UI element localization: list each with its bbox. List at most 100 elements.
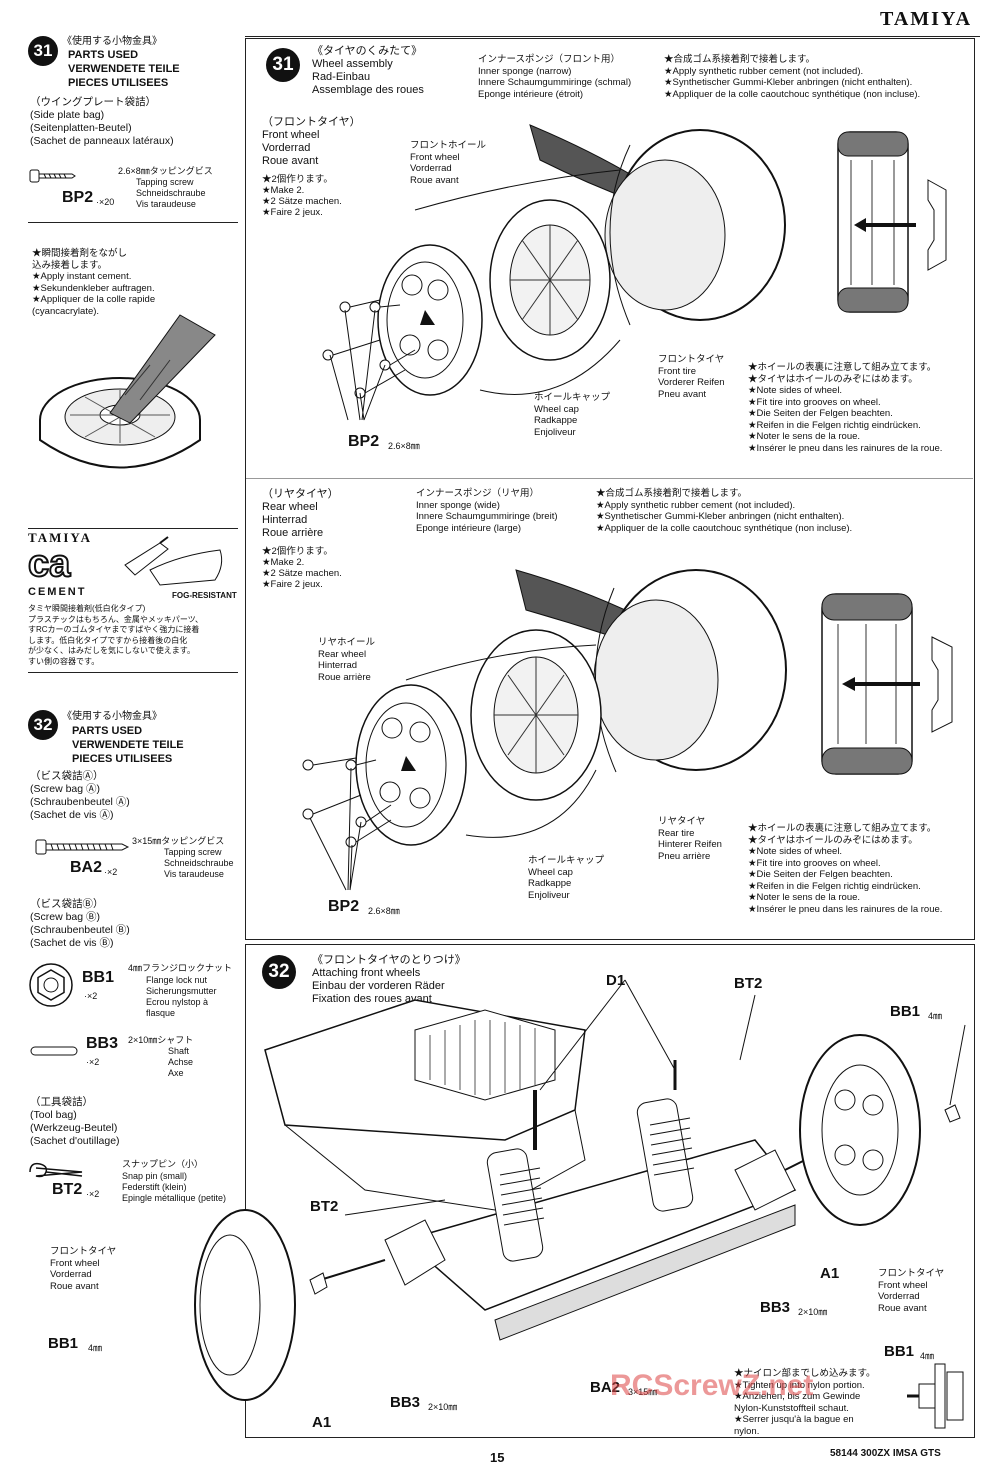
label-a1-left: A1	[312, 1414, 332, 1431]
cement-logo: TAMIYA ca CEMENT	[27, 530, 93, 598]
part-code-ba2: BA2	[70, 859, 103, 876]
sidebar-divider	[28, 222, 238, 223]
label-bb3-bottom: BB3	[390, 1394, 421, 1411]
nut-inset-illustration	[907, 1363, 964, 1429]
watermark: RCScrewZ.net	[610, 1369, 814, 1402]
glue-tire-illustration	[39, 314, 216, 469]
part-qty-bb1: ·×2	[84, 991, 98, 1001]
sidebar-step-31-badge: 31	[28, 36, 58, 66]
model-number: 58144 300ZX IMSA GTS	[830, 1448, 941, 1459]
front-wheel-assembly-illustration	[322, 124, 786, 421]
label-bb1-left-size: 4㎜	[88, 1343, 103, 1353]
step-32-panel	[245, 944, 975, 1438]
part-size-ba2: 3×15㎜タッピングビス	[132, 836, 225, 846]
cement-bottle-icon	[124, 536, 223, 586]
label-ba2-size: 3×15㎜	[628, 1387, 658, 1397]
part-names-bt2: Snap pin (small)Federstift (klein)Epingl…	[122, 1171, 227, 1203]
rear-cement-note: ★合成ゴム系接着剤で接着します。★Apply synthetic rubber …	[596, 488, 853, 534]
front-fit-notes: ★ホイールの表裏に注意して組み立てます。★タイヤはホイールのみぞにはめます。★N…	[748, 362, 943, 454]
sidebar-32-bag-b: （ビス袋詰Ⓑ）(Screw bag Ⓑ)(Schraubenbeutel Ⓑ)(…	[30, 898, 130, 949]
screw-bp2-icon	[29, 169, 76, 183]
label-bt2-left: BT2	[310, 1198, 339, 1215]
part-qty-bp2: ·×20	[96, 197, 115, 207]
label-bb1-left: BB1	[48, 1335, 79, 1352]
sidebar-31-title-jp: 《使用する小物金具》	[62, 36, 162, 47]
front-cement-note: ★合成ゴム系接着剤で接着します。★Apply synthetic rubber …	[664, 54, 921, 100]
nylon-tighten-note: ★ナイロン部までしめ込みます。★Tighten up into nylon po…	[734, 1368, 876, 1437]
part-size-bb1: 4㎜フランジロックナット	[128, 963, 233, 973]
step-31-mid-rule	[246, 478, 973, 479]
label-ba2: BA2	[590, 1379, 621, 1396]
sidebar-32-bag-tool: （工具袋詰）(Tool bag)(Werkzeug-Beutel)(Sachet…	[30, 1096, 120, 1147]
part-size-bp2: 2.6×8㎜タッピングビス	[118, 166, 213, 176]
step-31-panel	[245, 38, 975, 940]
snap-pin-bt2-icon	[29, 1162, 83, 1178]
rear-sponge-label: インナースポンジ（リヤ用）Inner sponge (wide)Innere S…	[416, 488, 558, 534]
front-bp2-size: 2.6×8㎜	[388, 441, 420, 451]
cement-text: タミヤ瞬間接着剤(低白化タイプ)プラスチックはもちろん、金属やメッキパーツ、すR…	[28, 604, 204, 666]
front-bp2-label: BP2	[348, 433, 380, 450]
rear-make-note: ★2個作ります。★Make 2.★2 Sätze machen.★Faire 2…	[262, 546, 342, 590]
label-bt2-top: BT2	[734, 975, 763, 992]
front-sponge-label: インナースポンジ（フロント用）Inner sponge (narrow)Inne…	[478, 54, 632, 100]
part-code-bb3: BB3	[86, 1035, 119, 1052]
cement-divider-bottom	[28, 672, 238, 673]
label-bb3-right: BB3	[760, 1299, 791, 1316]
page-number: 15	[490, 1450, 505, 1465]
shaft-bb3-icon	[30, 1046, 78, 1056]
header-rule	[245, 36, 980, 37]
rear-wheel-assembly-illustration	[302, 569, 787, 891]
brand-logo: TAMIYA	[880, 8, 973, 30]
cement-tag: FOG-RESISTANT	[172, 591, 237, 600]
label-bb1-top: BB1	[890, 1003, 921, 1020]
part-size-bt2: スナップピン（小）	[122, 1159, 204, 1169]
part-code-bb1: BB1	[82, 969, 115, 986]
label-bb3-bottom-size: 2×10㎜	[428, 1402, 458, 1412]
glue-note: ★瞬間接着剤をながし込み接着します。★Apply instant cement.…	[32, 248, 156, 317]
label-bb3-right-size: 2×10㎜	[798, 1307, 828, 1317]
part-qty-ba2: ·×2	[104, 867, 118, 877]
label-bb1-inset-size: 4㎜	[920, 1351, 935, 1361]
sidebar-32-title-jp: 《使用する小物金具》	[62, 711, 162, 722]
part-qty-bb3: ·×2	[86, 1057, 100, 1067]
front-suspension-illustration	[194, 979, 966, 1401]
part-size-bb3: 2×10㎜シャフト	[128, 1035, 194, 1045]
rear-bp2-size: 2.6×8㎜	[368, 906, 400, 916]
step-31-badge: 31	[266, 48, 300, 82]
step-32-badge: 32	[262, 955, 296, 989]
screw-ba2-icon	[35, 839, 130, 855]
part-code-bt2: BT2	[52, 1181, 83, 1198]
label-bb1-inset: BB1	[884, 1343, 915, 1360]
rear-fit-notes: ★ホイールの表裏に注意して組み立てます。★タイヤはホイールのみぞにはめます。★N…	[748, 823, 943, 915]
sidebar-31-bag: （ウイングプレート袋詰）(Side plate bag)(Seitenplatt…	[30, 96, 174, 147]
rear-wheel-cross-section	[821, 593, 953, 775]
sidebar-32-bag-a: （ビス袋詰Ⓐ）(Screw bag Ⓐ)(Schraubenbeutel Ⓐ)(…	[30, 770, 130, 821]
cement-divider	[28, 528, 238, 529]
front-wheel-cross-section	[837, 131, 947, 313]
part-qty-bt2: ·×2	[86, 1189, 100, 1199]
rear-bp2-label: BP2	[328, 898, 360, 915]
front-make-note: ★2個作ります。★Make 2.★2 Sätze machen.★Faire 2…	[262, 174, 342, 218]
sidebar-step-32-badge: 32	[28, 710, 58, 740]
flange-nut-bb1-icon	[29, 963, 73, 1007]
label-a1-right: A1	[820, 1265, 840, 1282]
label-bb1-top-size: 4㎜	[928, 1011, 943, 1021]
